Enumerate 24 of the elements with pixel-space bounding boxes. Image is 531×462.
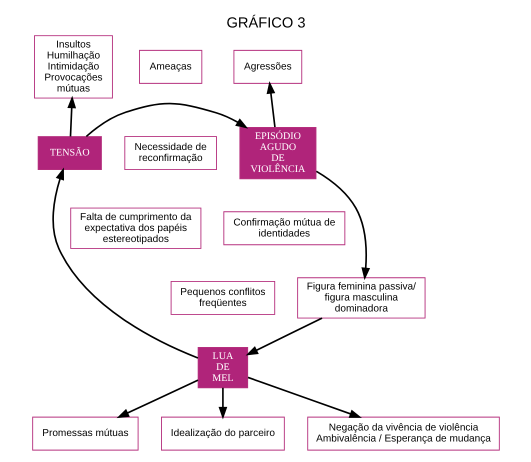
node-box: Ameaças	[138, 50, 202, 84]
arrow	[245, 317, 322, 356]
arrow	[85, 102, 248, 138]
node-box: Insultos Humilhação Intimidação Provocações mútuas	[34, 35, 112, 99]
diagram-title: GRÁFICO 3	[226, 15, 305, 32]
node-box: Necessidade de reconfirmação	[124, 136, 216, 170]
arrow	[116, 379, 198, 418]
node-box: Pequenos conflitos freqüentes	[170, 280, 275, 315]
node-box: Promessas mútuas	[32, 416, 138, 451]
arrow	[66, 96, 76, 136]
arrow	[247, 376, 362, 418]
node-box: Agressões	[232, 50, 302, 84]
arrow	[315, 170, 370, 280]
node-box: TENSÃO	[37, 136, 102, 170]
node-box: Falta de cumprimento da expectativa dos papéis estereotipados	[70, 208, 201, 249]
node-box: LUA DE MEL	[197, 346, 248, 388]
node-box: Negação da vivência de violência Ambivalência / Esperança de mudança	[306, 416, 500, 451]
node-box: Figura feminina passiva/ figura masculina dominadora	[296, 277, 426, 319]
node-box: Confirmação mútua de identidades	[222, 211, 345, 246]
arrow	[218, 388, 227, 420]
node-box: EPISÓDIO AGUDO DE VIOLÊNCIA	[238, 126, 316, 180]
arrow	[52, 167, 198, 359]
node-box: Idealização do parceiro	[160, 416, 284, 451]
arrow	[266, 81, 276, 128]
